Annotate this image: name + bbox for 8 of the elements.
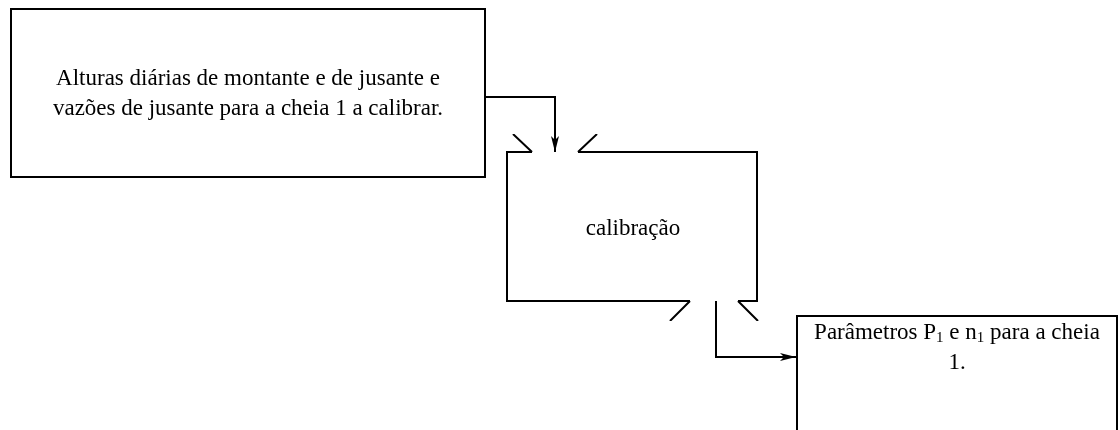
node-text: Alturas diárias de montante e de jusante e vazões de jusante para a cheia 1 a calibrar. xyxy=(51,64,445,122)
arrow xyxy=(485,96,559,153)
process-box xyxy=(505,134,761,321)
node-text: calibração xyxy=(585,213,681,242)
node-text: Parâmetros P$_{1}$ e n$_{1}$ para a cheia 1. xyxy=(813,318,1101,376)
input-box xyxy=(10,8,486,178)
arrow xyxy=(715,300,797,361)
output-box xyxy=(796,315,1118,430)
